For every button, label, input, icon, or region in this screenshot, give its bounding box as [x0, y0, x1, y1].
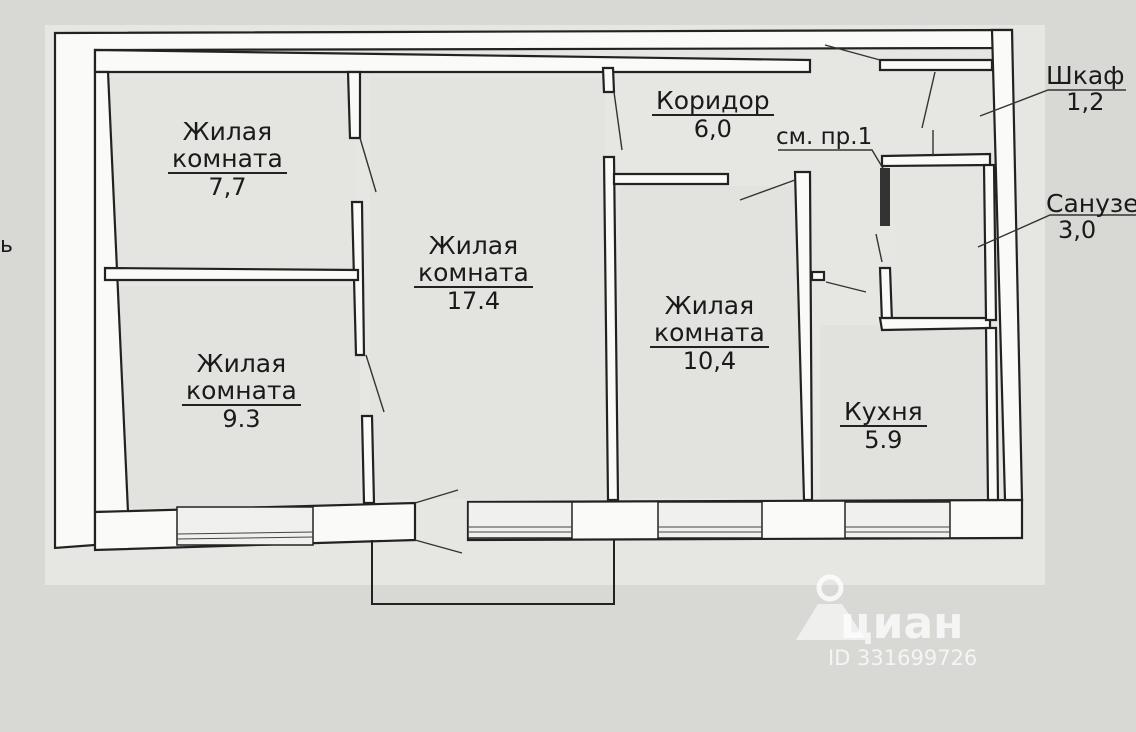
door-swings [359, 44, 936, 554]
room-label-living-1: Жилая комната 7,7 [168, 118, 287, 201]
balcony [371, 540, 615, 605]
room-label-living-3: Жилая комната 17.4 [414, 232, 533, 315]
room-label-kitchen: Кухня 5.9 [840, 398, 927, 454]
watermark-brand: циан [840, 598, 964, 649]
room-label-living-4: Жилая комната 10,4 [650, 292, 769, 375]
room-label-living-2: Жилая комната 9.3 [182, 350, 301, 433]
watermark-id: ID 331699726 [828, 646, 978, 670]
room-label-bathroom: Санузел 3,0 [1046, 189, 1136, 244]
leader-lines [778, 89, 1136, 248]
room-label-corridor: Коридор 6,0 [652, 87, 774, 143]
note-label: см. пр.1 [776, 124, 873, 150]
windows [176, 501, 951, 546]
edge-text: ь [0, 233, 13, 258]
map-pin-icon [796, 574, 866, 640]
interior-walls [103, 58, 1000, 505]
room-label-closet: Шкаф 1,2 [1046, 61, 1125, 116]
